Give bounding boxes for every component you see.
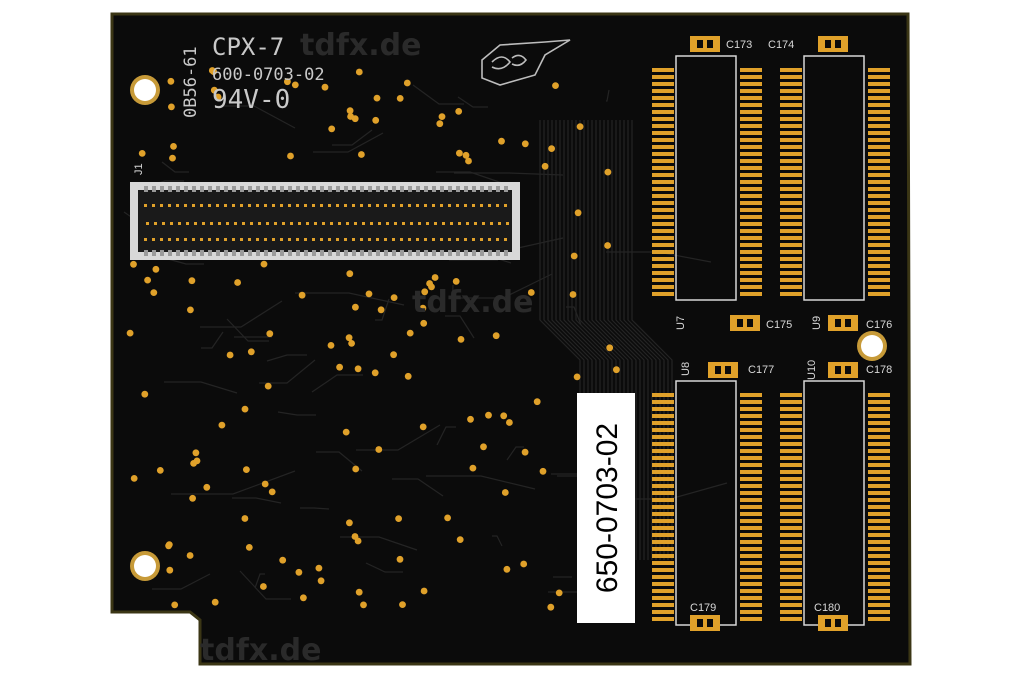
silk-model: CPX-7 — [212, 33, 284, 61]
cap-ref-c180: C180 — [814, 602, 840, 614]
silk-connector-ref: J1 — [133, 163, 145, 175]
silk-vertical-code: 0B56-61 — [181, 46, 201, 118]
sticker-text: 650-0703-02 — [591, 423, 624, 593]
chip-ref-u8: U8 — [680, 362, 692, 376]
watermark-middle: tdfx.de — [412, 285, 533, 320]
cap-ref-c174: C174 — [768, 39, 794, 51]
chip-ref-u7: U7 — [675, 316, 687, 330]
part-number-sticker: 650-0703-02 — [577, 393, 635, 623]
chip-ref-u9: U9 — [811, 316, 823, 330]
watermark-top: tdfx.de — [300, 28, 421, 63]
handwritten-mark — [481, 39, 571, 86]
cap-ref-c177: C177 — [748, 364, 774, 376]
via-layer — [126, 67, 620, 611]
cap-ref-c178: C178 — [866, 364, 892, 376]
memory-chips — [652, 55, 890, 626]
silk-part-code: 600-0703-02 — [212, 65, 325, 85]
connector-j1 — [130, 182, 520, 260]
cap-ref-c179: C179 — [690, 602, 716, 614]
pcb-board — [110, 12, 912, 666]
mounting-holes — [130, 75, 887, 581]
silk-rating: 94V-0 — [212, 85, 290, 115]
capacitor-pad-holes — [697, 40, 851, 627]
chip-ref-u10: U10 — [806, 360, 818, 380]
cap-ref-c176: C176 — [866, 319, 892, 331]
cap-ref-c173: C173 — [726, 39, 752, 51]
cap-ref-c175: C175 — [766, 319, 792, 331]
watermark-bottom: tdfx.de — [200, 633, 321, 668]
